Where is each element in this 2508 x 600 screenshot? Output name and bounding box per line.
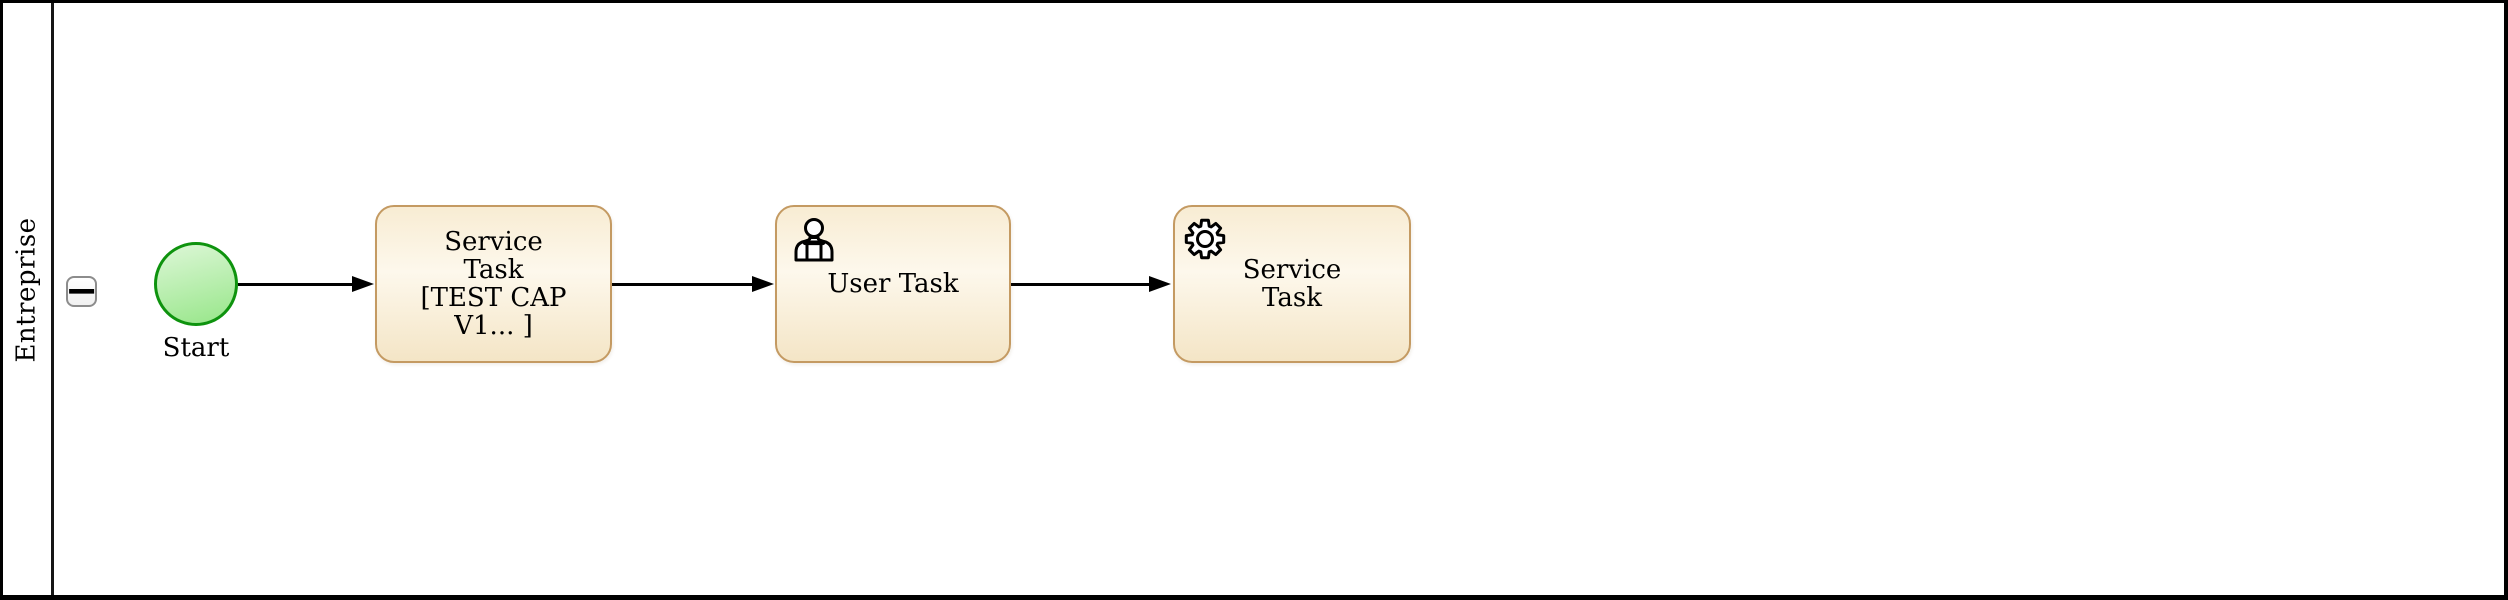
task-label: Service Task [TEST CAP V1... ] bbox=[420, 227, 567, 341]
arrowhead-icon bbox=[1149, 276, 1171, 292]
start-event-label: Start bbox=[162, 333, 230, 363]
arrowhead-icon bbox=[352, 276, 374, 292]
flow-line bbox=[238, 282, 352, 286]
gear-icon bbox=[1182, 216, 1228, 262]
arrowhead-icon bbox=[752, 276, 774, 292]
start-event[interactable] bbox=[154, 242, 238, 326]
lane-header-entreprise[interactable]: Entreprise bbox=[3, 3, 54, 595]
flow-line bbox=[612, 282, 752, 286]
user-icon bbox=[791, 216, 837, 262]
task-label: Service Task bbox=[1242, 255, 1342, 313]
task-label: User Task bbox=[827, 269, 959, 299]
lane-collapse-button[interactable]: − bbox=[64, 267, 99, 314]
task-user[interactable]: User Task bbox=[775, 205, 1011, 363]
flow-line bbox=[1011, 282, 1151, 286]
task-service-2[interactable]: Service Task bbox=[1173, 205, 1411, 363]
task-service-1[interactable]: Service Task [TEST CAP V1... ] bbox=[375, 205, 612, 363]
lane-title: Entreprise bbox=[12, 217, 43, 363]
